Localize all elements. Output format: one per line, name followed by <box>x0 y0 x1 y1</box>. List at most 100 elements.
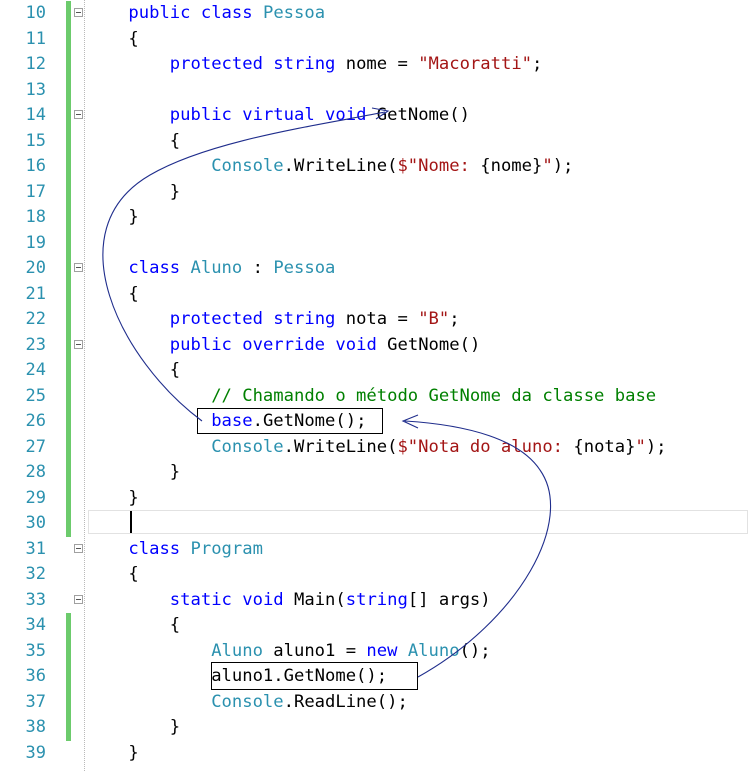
code-line[interactable]: 11 { <box>0 26 748 53</box>
code-token: new <box>366 640 398 661</box>
code-token: void <box>242 589 284 610</box>
code-text[interactable]: base.GetNome(); <box>87 409 366 435</box>
code-text[interactable]: Aluno aluno1 = new Aluno(); <box>87 639 490 665</box>
code-line[interactable]: 16 Console.WriteLine($"Nome: {nome}"); <box>0 154 748 180</box>
code-token: {nota} <box>573 436 636 457</box>
code-text[interactable]: } <box>87 741 138 767</box>
code-line[interactable]: 31 class Program <box>0 537 748 563</box>
code-text[interactable]: public class Pessoa <box>87 1 325 27</box>
code-line[interactable]: 36 aluno1.GetNome(); <box>0 664 748 690</box>
line-number: 29 <box>25 487 46 508</box>
code-token: Console <box>211 436 284 457</box>
code-token: [] args) <box>407 589 491 610</box>
change-marker <box>66 1 71 27</box>
code-token: Pessoa <box>262 3 326 23</box>
code-line[interactable]: 19 <box>0 230 748 256</box>
code-line[interactable]: 32 { <box>0 562 748 588</box>
arrowhead-getnome <box>371 107 390 120</box>
line-number: 13 <box>25 79 46 100</box>
code-text[interactable]: Console.WriteLine($"Nota do aluno: {nota… <box>87 435 666 461</box>
code-line[interactable]: 15 { <box>0 128 748 155</box>
collapse-icon[interactable] <box>74 339 83 349</box>
code-text[interactable]: public virtual void GetNome() <box>87 103 470 129</box>
code-line[interactable]: 14 public virtual void GetNome() <box>0 103 748 129</box>
code-text[interactable]: } <box>87 486 138 512</box>
code-text[interactable]: // Chamando o método GetNome da classe b… <box>87 384 656 410</box>
code-token: $"Nota do aluno: <box>397 436 574 457</box>
line-number: 20 <box>25 258 46 278</box>
code-text[interactable]: { <box>87 27 138 53</box>
code-text[interactable]: { <box>87 282 139 308</box>
change-marker <box>66 332 71 358</box>
code-line[interactable]: 28 } <box>0 460 748 486</box>
code-line[interactable]: 17 } <box>0 179 748 206</box>
code-line[interactable]: 18 } <box>0 205 748 231</box>
outline-guide <box>84 0 85 771</box>
code-text[interactable]: class Aluno : Pessoa <box>87 256 335 282</box>
code-text[interactable]: static void Main(string[] args) <box>87 588 491 614</box>
code-text[interactable]: Console.WriteLine($"Nome: {nome}"); <box>87 154 573 180</box>
code-text[interactable]: protected string nome = "Macoratti"; <box>87 52 543 78</box>
line-number: 37 <box>25 691 46 712</box>
code-token: { <box>128 283 139 304</box>
code-text[interactable]: { <box>87 613 180 639</box>
code-line[interactable]: 30 <box>0 511 748 537</box>
collapse-icon[interactable] <box>74 110 83 119</box>
code-token: Main( <box>283 589 346 610</box>
code-token: nome = <box>335 54 419 74</box>
code-line[interactable]: 20 class Aluno : Pessoa <box>0 256 748 282</box>
change-marker <box>66 511 71 537</box>
code-text[interactable]: { <box>87 358 180 384</box>
code-line[interactable]: 22 protected string nota = "B"; <box>0 307 748 333</box>
code-token: } <box>128 207 139 227</box>
code-token: class <box>128 538 181 559</box>
code-line[interactable]: 13 <box>0 77 748 103</box>
code-text[interactable]: public override void GetNome() <box>87 333 481 359</box>
code-line[interactable]: 23 public override void GetNome() <box>0 332 748 359</box>
code-text[interactable]: } <box>87 715 180 741</box>
code-line[interactable]: 38 } <box>0 715 748 741</box>
code-text[interactable]: { <box>87 129 180 155</box>
code-line[interactable]: 35 Aluno aluno1 = new Aluno(); <box>0 638 748 665</box>
code-text[interactable]: } <box>87 460 180 486</box>
change-marker <box>66 103 71 129</box>
collapse-icon[interactable] <box>74 594 83 604</box>
code-line[interactable]: 27 Console.WriteLine($"Nota do aluno: {n… <box>0 434 748 461</box>
code-line[interactable]: 12 protected string nome = "Macoratti"; <box>0 52 748 78</box>
code-line[interactable]: 21 { <box>0 281 748 308</box>
collapse-icon[interactable] <box>74 8 83 17</box>
code-line[interactable]: 24 { <box>0 358 748 384</box>
code-token: Console <box>211 156 284 176</box>
code-text[interactable]: { <box>87 562 138 588</box>
code-token: .WriteLine( <box>283 156 398 176</box>
code-token: .GetNome(); <box>252 411 367 431</box>
code-text[interactable]: protected string nota = "B"; <box>87 307 460 333</box>
code-token: { <box>169 360 181 380</box>
code-line[interactable]: 25 // Chamando o método GetNome da class… <box>0 383 748 410</box>
code-token: void <box>335 334 377 355</box>
line-number: 33 <box>25 589 46 610</box>
code-token: $"Nome: <box>397 156 481 176</box>
collapse-icon[interactable] <box>74 543 83 553</box>
code-line[interactable]: 39 } <box>0 741 748 767</box>
code-text[interactable]: } <box>87 205 139 231</box>
code-line[interactable]: 33 static void Main(string[] args) <box>0 588 748 614</box>
code-line[interactable]: 26 base.GetNome(); <box>0 409 748 435</box>
code-text[interactable]: } <box>87 180 180 206</box>
change-marker <box>66 485 71 511</box>
code-line[interactable]: 29 } <box>0 485 748 512</box>
collapse-icon[interactable] <box>74 263 83 272</box>
code-text[interactable]: Console.ReadLine(); <box>87 690 408 716</box>
code-text[interactable]: class Program <box>87 537 263 563</box>
code-line[interactable]: 10 public class Pessoa <box>0 1 748 27</box>
code-text[interactable]: aluno1.GetNome(); <box>87 664 387 690</box>
code-line[interactable]: 34 { <box>0 613 748 639</box>
change-marker <box>66 52 71 78</box>
code-token: Pessoa <box>273 258 336 278</box>
code-token: aluno1.GetNome(); <box>211 666 388 686</box>
code-line[interactable]: 37 Console.ReadLine(); <box>0 689 748 716</box>
line-number: 15 <box>25 130 46 151</box>
change-marker <box>66 383 71 409</box>
change-marker <box>66 128 71 154</box>
